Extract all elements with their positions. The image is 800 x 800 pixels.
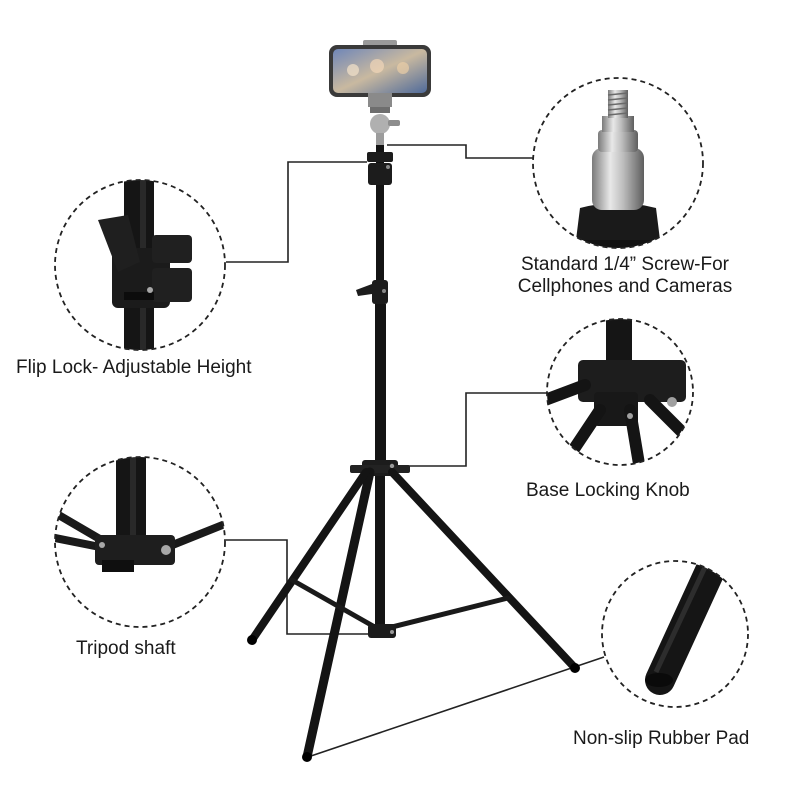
tripod-stand: [247, 40, 580, 762]
leader-line-base-knob: [398, 392, 547, 467]
callout-flip-lock: [54, 179, 226, 351]
callout-tripod-shaft: [54, 456, 226, 628]
leader-line-rubber-pad: [307, 656, 605, 758]
callout-screw: [532, 77, 704, 249]
callout-label-screw-line2: Cellphones and Cameras: [517, 276, 733, 297]
callout-label-screw-line1: Standard 1/4” Screw-For: [520, 254, 730, 275]
callout-rubber-pad: [601, 560, 749, 708]
callout-label-tripod-shaft: Tripod shaft: [76, 638, 176, 659]
callout-label-rubber-pad: Non-slip Rubber Pad: [573, 728, 750, 749]
phone-holder: [329, 40, 431, 145]
leader-line-screw: [387, 144, 534, 159]
leader-lines: [226, 144, 605, 758]
callout-label-screw: Standard 1/4” Screw-For Cellphones and C…: [518, 254, 732, 298]
callout-label-base-knob: Base Locking Knob: [526, 480, 690, 501]
callout-label-flip-lock: Flip Lock- Adjustable Height: [16, 357, 252, 378]
callout-base-knob: [546, 318, 694, 466]
leader-line-flip-lock: [226, 161, 367, 263]
